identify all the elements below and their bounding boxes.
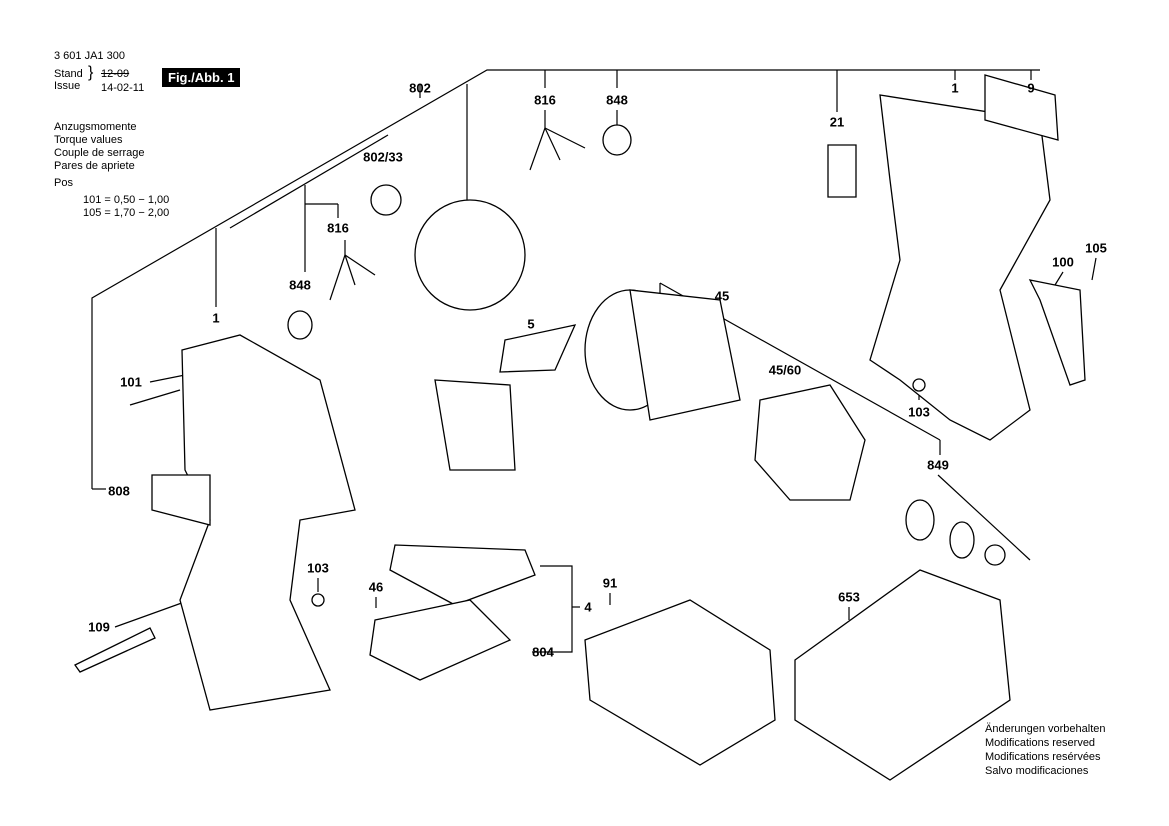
torque-value: 101 = 0,50 − 1,00: [83, 194, 170, 206]
part-drawings: [74, 74, 1086, 781]
bearing-848-top: [602, 124, 632, 156]
issue-label: Issue: [54, 80, 81, 92]
bearing-848-left: [287, 310, 313, 340]
bit-109: [74, 627, 156, 673]
part-number: 3 601 JA1 300: [54, 50, 125, 62]
part-label: 101: [120, 374, 142, 390]
electronics: [389, 544, 536, 606]
torque-value: 105 = 1,70 − 2,00: [83, 207, 170, 219]
part-5: [499, 324, 577, 373]
part-label: 4: [584, 599, 592, 615]
contact-plate: [369, 599, 512, 681]
screw-101: [129, 389, 181, 406]
figure-label: Fig./Abb. 1: [162, 68, 241, 87]
nut-103-right: [912, 378, 926, 392]
switch: [434, 379, 516, 471]
torque-line: Pares de apriete: [54, 160, 135, 172]
torque-line: Torque values: [54, 134, 123, 146]
ring-849: [984, 544, 1006, 566]
front-cap: [754, 384, 866, 501]
part-label: 46: [368, 579, 384, 595]
ring-802-33: [370, 184, 402, 216]
part-label: 91: [602, 575, 618, 591]
part-label: 849: [927, 457, 949, 473]
part-label: 848: [606, 92, 628, 108]
belt-clip-100: [1028, 279, 1086, 386]
part-label: 21: [829, 114, 845, 130]
motor: [414, 199, 526, 311]
part-label: 653: [838, 589, 860, 605]
label-9: [984, 74, 1059, 141]
part-label: 816: [327, 220, 349, 236]
part-label: 103: [908, 404, 930, 420]
part-label: 45: [714, 288, 730, 304]
torque-line: Couple de serrage: [54, 147, 145, 159]
brace: }: [88, 64, 94, 81]
part-label: 9: [1027, 80, 1035, 96]
part-label: 103: [307, 560, 329, 576]
charger: [794, 569, 1011, 781]
part-label: 804: [532, 644, 554, 660]
part-label: 802/33: [363, 149, 403, 165]
nut-103-left: [311, 593, 325, 607]
torque-line: Anzugsmomente: [54, 121, 137, 133]
part-label: 5: [527, 316, 535, 332]
part-label: 1: [951, 80, 959, 96]
part-label: 802: [409, 80, 431, 96]
part-label: 808: [108, 483, 130, 499]
old-date: 12-09: [101, 68, 130, 80]
part-label: 105: [1085, 240, 1107, 256]
footer-line: Salvo modificaciones: [985, 765, 1089, 777]
impact-mechanism: [629, 289, 741, 421]
part-label: 816: [534, 92, 556, 108]
part-label: 100: [1052, 254, 1074, 270]
battery-pack: [584, 599, 776, 766]
issue-date: 14-02-11: [101, 82, 145, 94]
part-label: 109: [88, 619, 110, 635]
stand-label: Stand: [54, 68, 83, 80]
spring-849-a: [905, 499, 935, 541]
spring-849-b: [949, 521, 975, 559]
part-label: 848: [289, 277, 311, 293]
label-808: [151, 474, 211, 526]
footer-line: Modifications resérvées: [985, 751, 1101, 763]
housing-half-right: [869, 94, 1051, 441]
label-21: [827, 144, 857, 198]
part-label: 1: [212, 310, 220, 326]
part-label: 45/60: [768, 362, 802, 378]
footer-line: Änderungen vorbehalten: [985, 723, 1106, 735]
footer-line: Modifications reserved: [985, 737, 1096, 749]
pos-label: Pos: [54, 177, 73, 189]
